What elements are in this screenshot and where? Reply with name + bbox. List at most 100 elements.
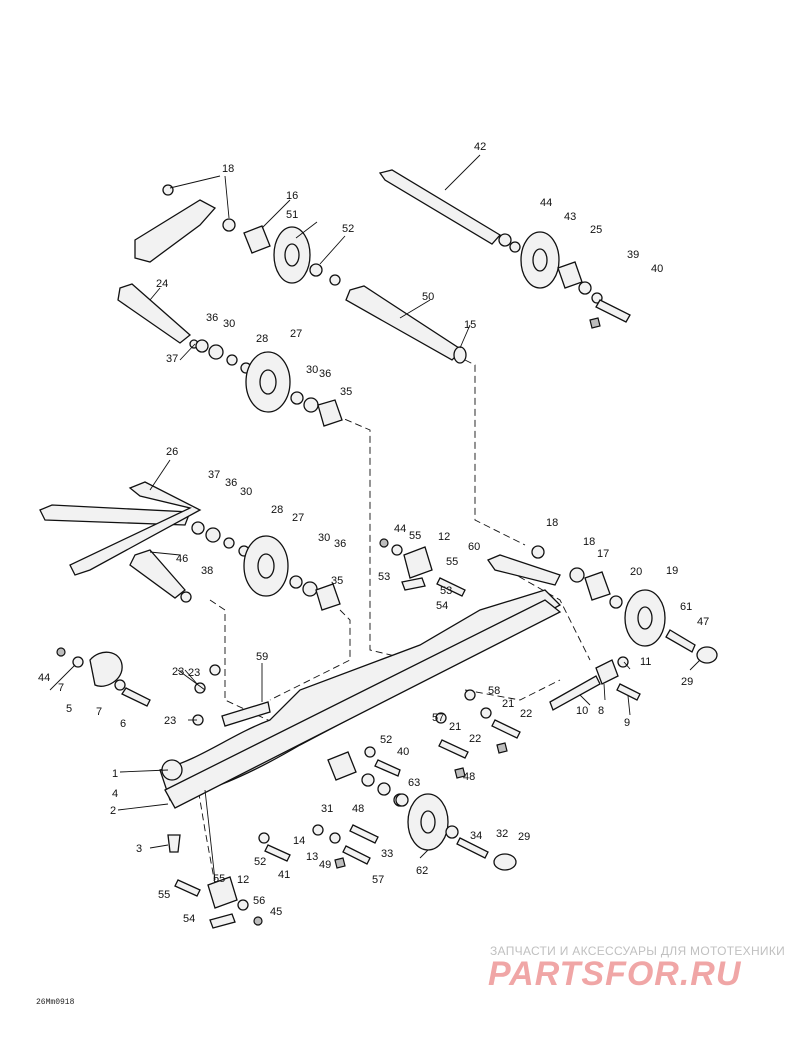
shaft-49 [345, 285, 467, 364]
callout-label: 2 [110, 805, 116, 817]
callout-label: 53 [378, 571, 390, 583]
callout-label: 27 [292, 512, 304, 524]
callout-label: 13 [306, 851, 318, 863]
watermark-subtitle: ЗАПЧАСТИ И АКСЕССУАРЫ ДЛЯ МОТОТЕХНИКИ [490, 944, 786, 958]
callout-label: 23 [172, 666, 184, 678]
callout-label: 1 [112, 768, 118, 780]
callout-label: 54 [183, 913, 195, 925]
callout-label: 17 [597, 548, 609, 560]
callout-label: 15 [464, 319, 476, 331]
callout-label: 6 [120, 718, 126, 730]
callout-label: 30 [318, 532, 330, 544]
callout-label: 51 [286, 209, 298, 221]
reference-code: 26Mm0918 [36, 998, 75, 1007]
callout-label: 27 [290, 328, 302, 340]
callout-label: 43 [564, 211, 576, 223]
callout-label: 21 [502, 698, 514, 710]
callout-label: 40 [651, 263, 663, 275]
callout-label: 14 [293, 835, 305, 847]
watermark-logo: PARTSFOR.RU [488, 955, 742, 993]
callout-label: 36 [225, 477, 237, 489]
callout-label: 49 [319, 859, 331, 871]
callout-label: 24 [156, 278, 168, 290]
center-hardware [327, 689, 521, 807]
callout-label: 44 [394, 523, 406, 535]
stopper-5 [56, 647, 151, 707]
callout-label: 8 [598, 705, 604, 717]
callout-label: 34 [470, 830, 482, 842]
callout-label: 48 [463, 771, 475, 783]
rear-wheel-19-assembly [487, 545, 718, 664]
shaft-24 [117, 283, 199, 349]
callout-label: 12 [237, 874, 249, 886]
callout-label: 23 [164, 715, 176, 727]
callout-label: 26 [166, 446, 178, 458]
callout-label: 22 [469, 733, 481, 745]
callout-label: 44 [38, 672, 50, 684]
slider-block-upper [379, 538, 466, 597]
callout-label: 20 [630, 566, 642, 578]
callout-label: 35 [331, 575, 343, 587]
callout-label: 18 [583, 536, 595, 548]
callout-label: 12 [438, 531, 450, 543]
callout-label: 57 [372, 874, 384, 886]
callout-label: 36 [334, 538, 346, 550]
callout-label: 25 [590, 224, 602, 236]
callout-label: 50 [422, 291, 434, 303]
callout-label: 52 [254, 856, 266, 868]
callout-label: 54 [436, 600, 448, 612]
callout-label: 18 [222, 163, 234, 175]
callout-label: 16 [286, 190, 298, 202]
shaft-41 [378, 169, 502, 245]
right-idler-wheel-assembly [498, 231, 631, 329]
callout-label: 53 [440, 585, 452, 597]
callout-label: 44 [540, 197, 552, 209]
left-rail-fragment [134, 184, 236, 263]
callout-label: 37 [166, 353, 178, 365]
callout-label: 46 [176, 553, 188, 565]
callout-label: 3 [136, 843, 142, 855]
callout-label: 39 [627, 249, 639, 261]
callout-label: 21 [449, 721, 461, 733]
callout-label: 47 [697, 616, 709, 628]
callout-label: 31 [321, 803, 333, 815]
upper-idler-wheel-assembly [243, 225, 341, 286]
callout-label: 60 [468, 541, 480, 553]
leader-lines [49, 154, 701, 881]
callout-label: 11 [640, 656, 651, 668]
lower-left-hardware [167, 824, 379, 869]
slider-block-lower [174, 876, 263, 929]
callout-label: 55 [409, 530, 421, 542]
callout-label: 4 [112, 788, 118, 800]
callout-label: 58 [488, 685, 500, 697]
callout-label: 9 [624, 717, 630, 729]
callout-label: 42 [474, 141, 486, 153]
assembly-dash-lines [194, 359, 591, 901]
callout-label: 10 [576, 705, 588, 717]
callout-label: 35 [340, 386, 352, 398]
callout-label: 36 [319, 368, 331, 380]
callout-label: 57 [432, 712, 444, 724]
callout-label: 7 [96, 706, 102, 718]
callout-label: 19 [666, 565, 678, 577]
callout-label: 38 [201, 565, 213, 577]
callout-label: 41 [278, 869, 290, 881]
callout-label: 36 [206, 312, 218, 324]
callout-label: 55 [213, 873, 225, 885]
callout-label: 23 [188, 667, 200, 679]
callout-label: 55 [446, 556, 458, 568]
callout-label: 45 [270, 906, 282, 918]
callout-label: 5 [66, 703, 72, 715]
callout-label: 30 [240, 486, 252, 498]
callout-label: 30 [306, 364, 318, 376]
callout-label: 22 [520, 708, 532, 720]
main-rail [159, 589, 562, 809]
callout-label: 29 [518, 831, 530, 843]
callout-label: 28 [256, 333, 268, 345]
callout-label: 29 [681, 676, 693, 688]
callout-label: 62 [416, 865, 428, 877]
callout-label: 7 [58, 682, 64, 694]
callout-label: 56 [253, 895, 265, 907]
callout-label: 52 [380, 734, 392, 746]
